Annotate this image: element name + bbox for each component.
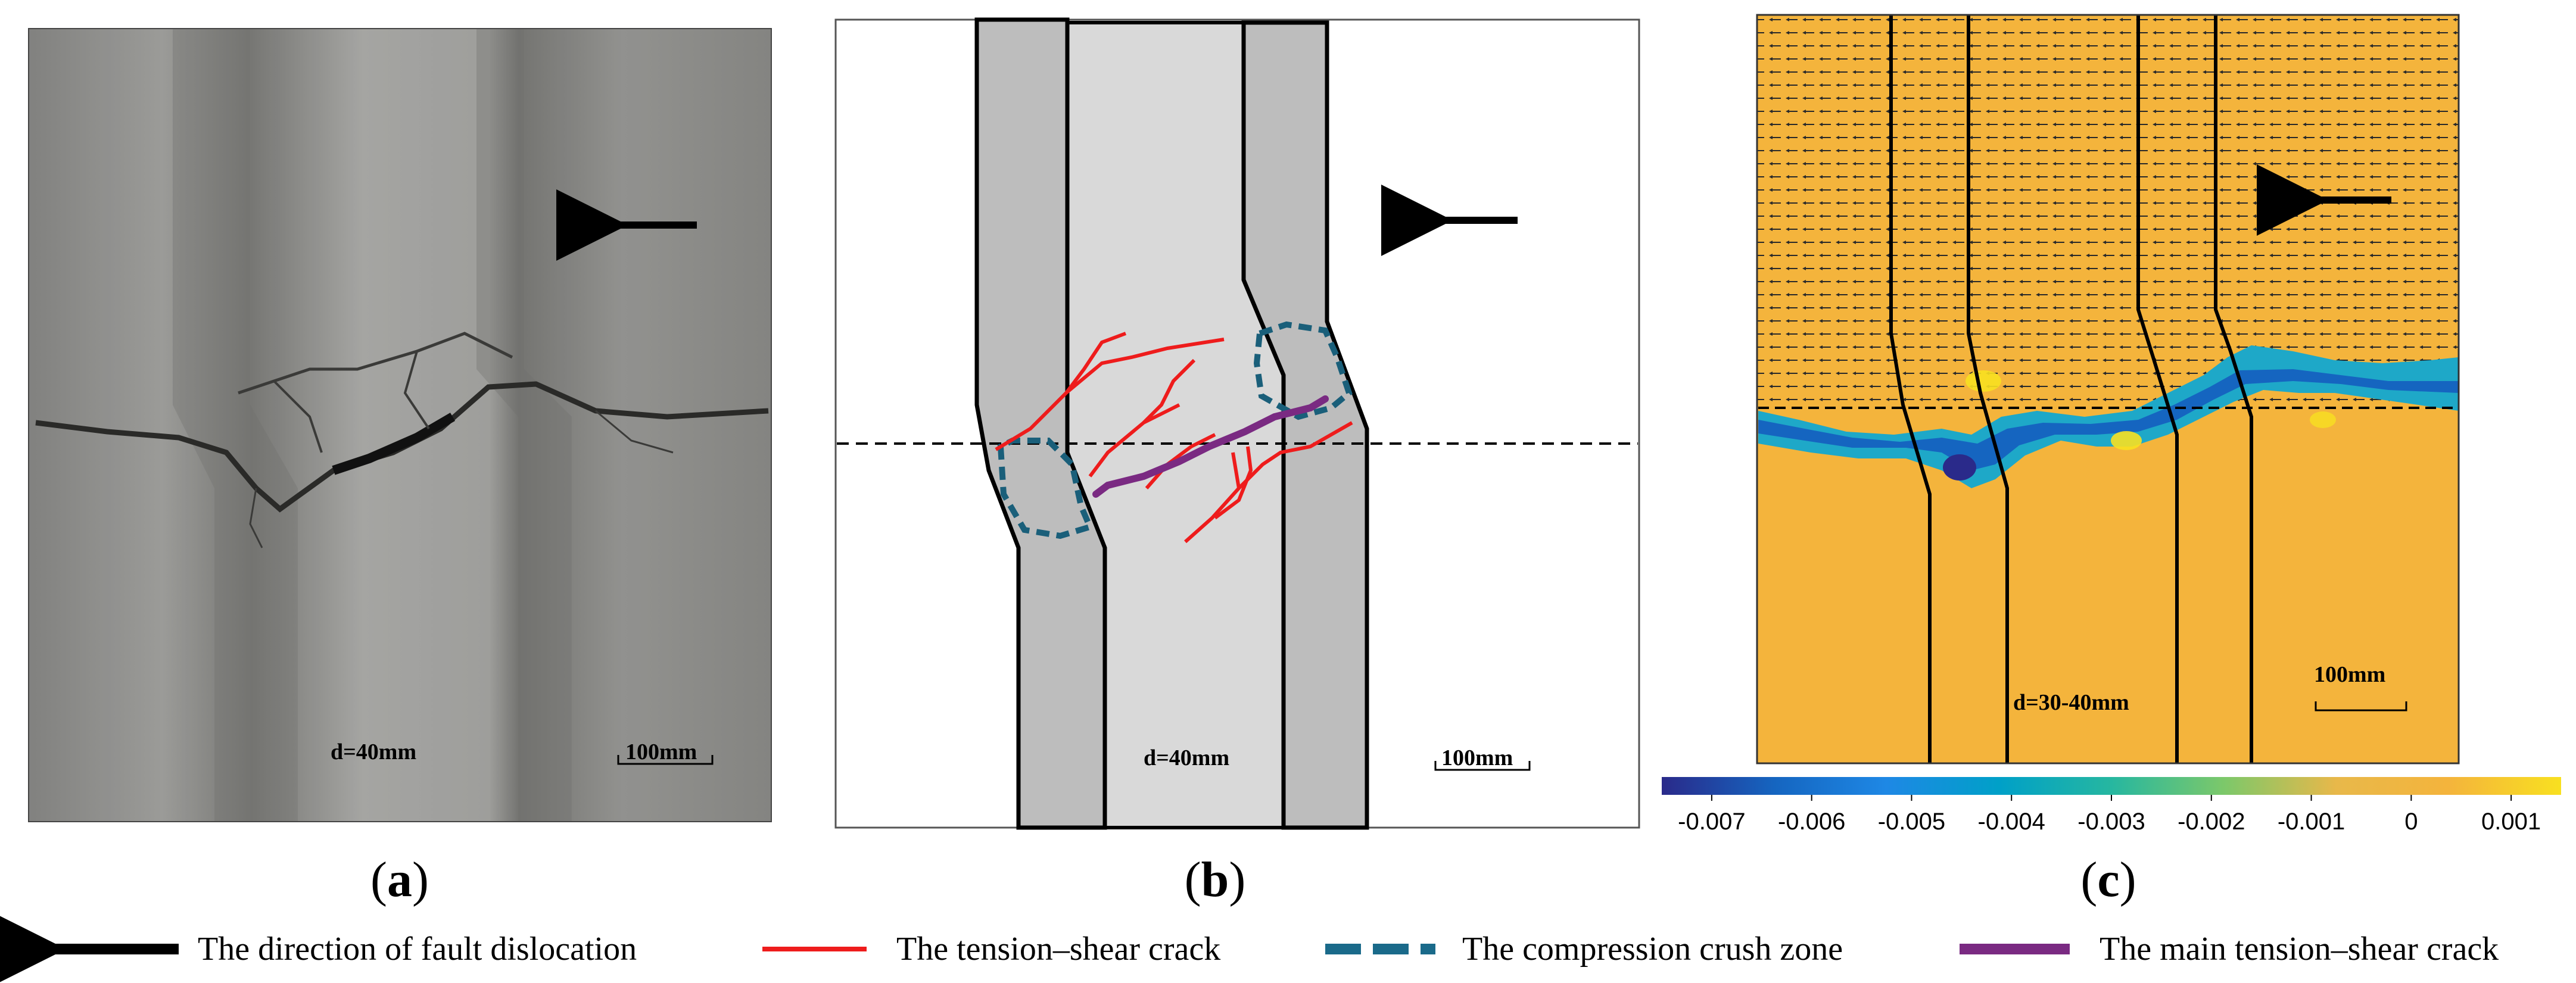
- branch-crack-3: [249, 488, 263, 548]
- panel-a-label: (a): [370, 852, 429, 907]
- panel-a-displacement: d=40mm: [331, 739, 416, 764]
- crush-zone-right: [1253, 321, 1353, 420]
- colorbar-tick-label: -0.005: [1878, 809, 1945, 835]
- legend-label-dislocation: The direction of fault dislocation: [198, 931, 637, 968]
- crack-2: [1064, 332, 1127, 394]
- positive-strain-patch-2: [2111, 431, 2142, 450]
- colorbar-tick-label: 0: [2404, 809, 2418, 835]
- colorbar-fill: [1662, 777, 2561, 795]
- panel-b-label: (b): [1185, 852, 1246, 907]
- lining-line-3: [2136, 15, 2179, 763]
- positive-strain-patch-3: [2310, 411, 2336, 428]
- crack-4: [1142, 358, 1196, 425]
- lining-line-4: [2214, 15, 2253, 763]
- panel-a-scale-line: [617, 755, 714, 765]
- panel-a-photo: [29, 29, 771, 822]
- strain-band-core: [1758, 369, 2459, 470]
- branch-crack-4: [595, 410, 674, 454]
- colorbar-tick-label: -0.004: [1978, 809, 2045, 835]
- panel-b-scale-label: 100mm: [1441, 745, 1513, 770]
- legend-label-main-crack: The main tension–shear crack: [2100, 931, 2499, 968]
- main-tension-shear-crack: [1092, 395, 1329, 498]
- panel-a-scalebar: 100mm: [617, 739, 714, 765]
- positive-strain-patch-1: [1966, 370, 2001, 392]
- panel-a-border: [28, 28, 772, 822]
- panel-b-scalebar: 100mm: [1434, 745, 1531, 771]
- lining-line-1: [1889, 15, 1932, 763]
- lining-strip-left: [173, 29, 298, 822]
- panel-b-displacement: d=40mm: [1144, 745, 1229, 770]
- panel-c-scale-line: [2315, 701, 2407, 711]
- photo-shade: [29, 29, 771, 822]
- panel-c-displacement: d=30-40mm: [2013, 690, 2129, 715]
- strain-peak: [1943, 454, 1976, 480]
- lining-strip-right: [476, 29, 572, 822]
- panel-c-scale-label: 100mm: [2314, 662, 2385, 687]
- panel-b: d=40mm 100mm (b): [834, 17, 1640, 907]
- legend-item-crush-zone: The compression crush zone: [1325, 931, 1843, 968]
- tension-shear-cracks: [995, 332, 1353, 544]
- colorbar-tick-label: -0.001: [2278, 809, 2345, 835]
- concrete-photo: [29, 29, 771, 822]
- colorbar-tick-label: 0.001: [2481, 809, 2541, 835]
- panel-c-field: [1757, 15, 2459, 763]
- panel-a-scale-label: 100mm: [625, 739, 697, 764]
- lining-line-2: [1967, 15, 2009, 763]
- crack-8: [1231, 452, 1241, 489]
- panel-a: d=40mm 100mm (a): [28, 28, 772, 907]
- colorbar: -0.007 -0.006 -0.005 -0.004 -0.003 -0.002 -0.0…: [1662, 777, 2561, 835]
- panel-c: d=30-40mm 100mm -0.007 -0.006 -0.005 -0.004…: [1662, 14, 2561, 907]
- legend-item-main-crack: The main tension–shear crack: [1960, 931, 2499, 968]
- branch-crack-2: [403, 351, 430, 430]
- displacement-vectors: [1757, 15, 2459, 405]
- colorbar-tick-label: -0.002: [2178, 809, 2245, 835]
- colorbar-ticks: -0.007 -0.006 -0.005 -0.004 -0.003 -0.002 -0.0…: [1678, 795, 2541, 835]
- colorbar-tick-label: -0.003: [2077, 809, 2145, 835]
- crush-zone-left: [997, 438, 1094, 539]
- lining-lines: [1889, 15, 2253, 763]
- left-lining: [974, 17, 1107, 830]
- right-lining: [1241, 20, 1369, 830]
- panel-b-scale-line: [1434, 761, 1531, 771]
- legend: The direction of fault dislocation The t…: [0, 895, 2499, 983]
- legend-label-tension-shear: The tension–shear crack: [896, 931, 1220, 968]
- panel-c-scalebar: 100mm: [2314, 662, 2407, 711]
- panel-c-label: (c): [2080, 852, 2136, 907]
- colorbar-tick-label: -0.007: [1678, 809, 1745, 835]
- legend-item-dislocation: The direction of fault dislocation: [0, 895, 637, 983]
- legend-label-crush-zone: The compression crush zone: [1462, 931, 1843, 968]
- crack-6: [1184, 421, 1353, 544]
- legend-item-tension-shear: The tension–shear crack: [762, 931, 1220, 968]
- crack-1: [995, 338, 1225, 451]
- panel-c-border: [1756, 14, 2460, 764]
- crack-5: [1145, 433, 1216, 489]
- branch-crack-1: [273, 380, 323, 453]
- crack-7: [1214, 446, 1253, 520]
- fracture-gap: [332, 413, 456, 475]
- colorbar-tick-label: -0.006: [1778, 809, 1845, 835]
